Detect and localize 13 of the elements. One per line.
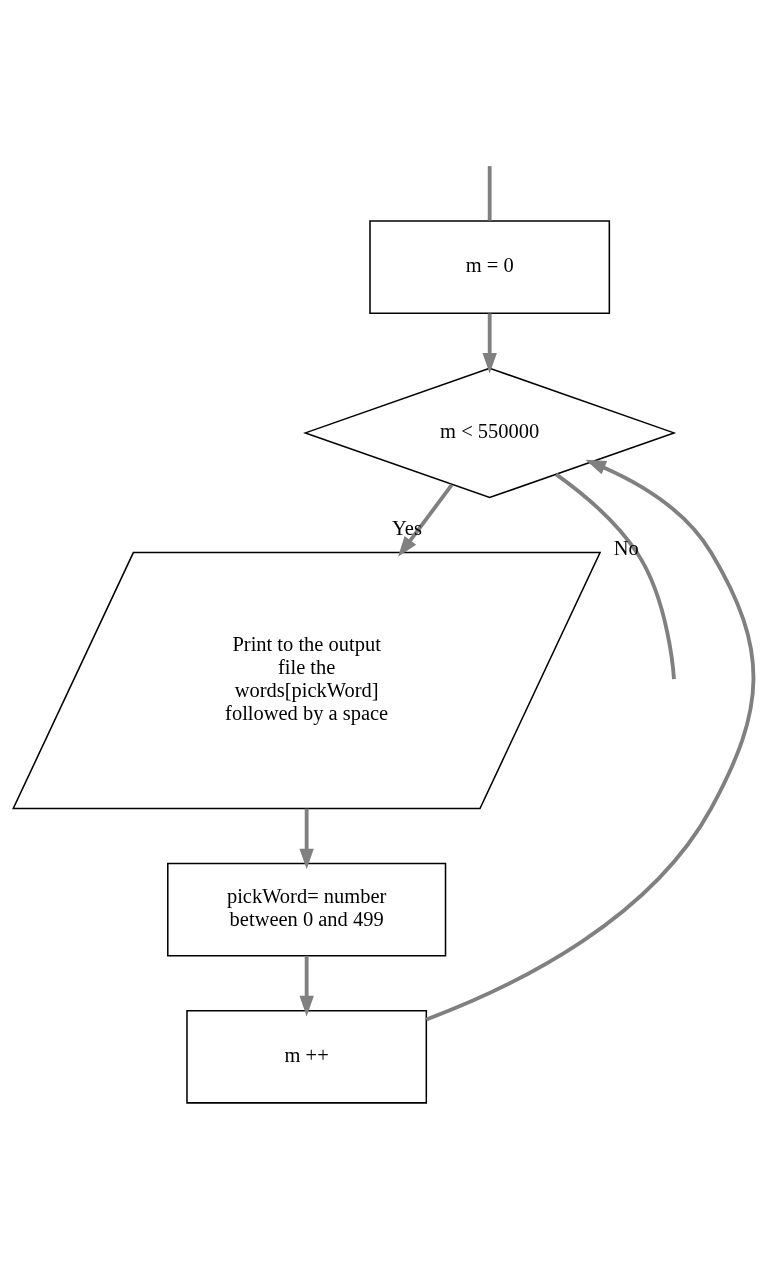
node-diamond: m < 550000	[303, 367, 677, 499]
node-box: m ++	[186, 1009, 428, 1104]
arrow	[425, 459, 756, 1022]
connector	[487, 166, 492, 221]
arrow	[299, 808, 314, 870]
arrow	[398, 483, 454, 557]
node-box: m = 0	[369, 220, 611, 314]
connector	[555, 472, 676, 680]
arrow	[299, 955, 314, 1017]
arrow	[482, 313, 497, 374]
node-box: pickWord= number between 0 and 499	[167, 862, 447, 957]
edge-label: Yes	[392, 516, 422, 539]
edge-label: No	[613, 536, 639, 559]
